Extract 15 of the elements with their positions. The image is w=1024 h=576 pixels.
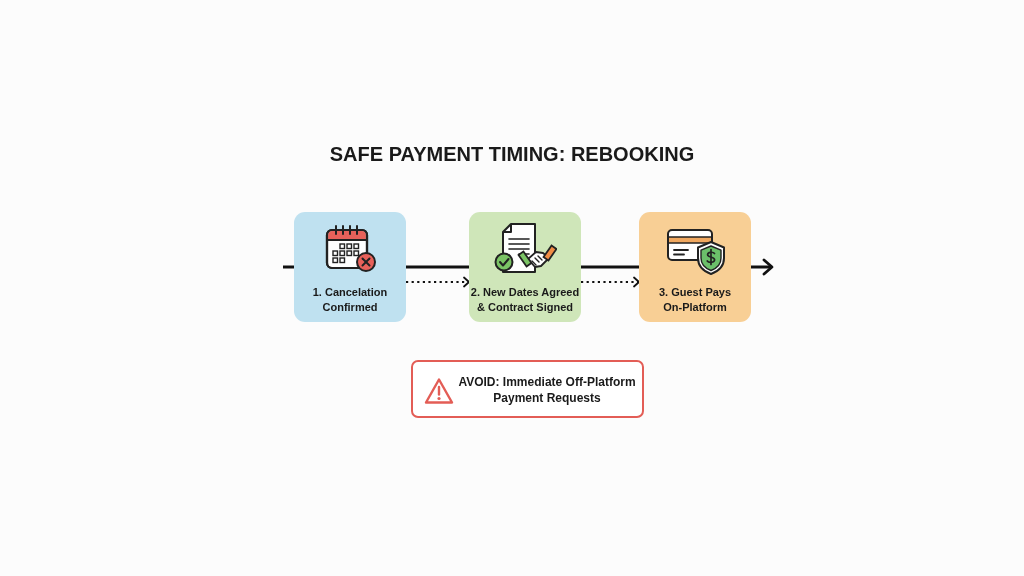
warning-box xyxy=(411,360,644,418)
step-label: 1. Cancelation Confirmed xyxy=(311,285,389,315)
connector-line xyxy=(406,265,469,269)
step-card xyxy=(469,212,581,322)
step-card xyxy=(639,212,751,322)
warning-text: AVOID: Immediate Off-Platform Payment Requests xyxy=(457,374,637,406)
diagram-title: SAFE PAYMENT TIMING: REBOOKING xyxy=(329,143,695,166)
dotted-arrow xyxy=(580,276,640,288)
dotted-arrow xyxy=(405,276,470,288)
step-card xyxy=(294,212,406,322)
step-label: 2. New Dates Agreed & Contract Signed xyxy=(470,285,580,315)
arrow xyxy=(751,258,774,276)
connector-line xyxy=(581,265,639,269)
step-label: 3. Guest Pays On-Platform xyxy=(657,285,733,315)
connector-line xyxy=(283,265,294,269)
